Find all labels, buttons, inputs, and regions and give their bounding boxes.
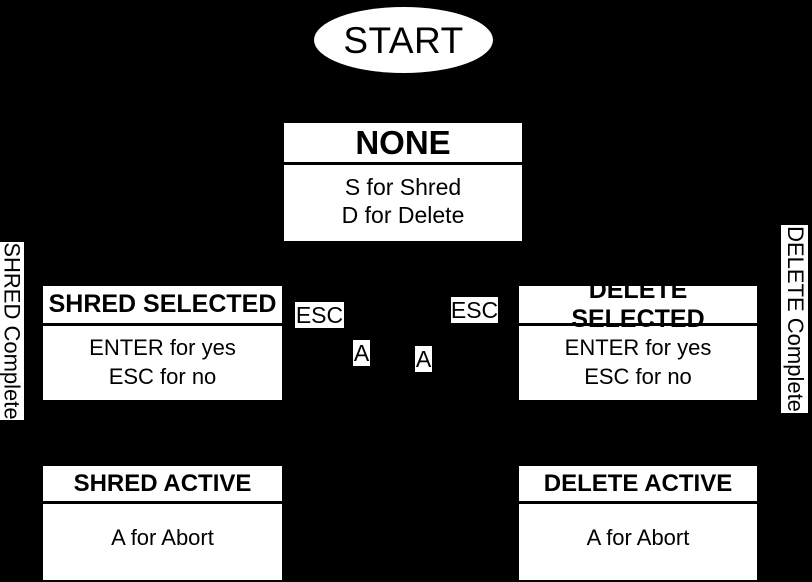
state-delete-selected[interactable]: DELETE SELECTED ENTER for yes ESC for no: [519, 276, 757, 400]
start-node-label: START: [343, 19, 464, 61]
edge-label-delete-complete-text: DELETE Complete: [782, 226, 808, 412]
edge-label-esc-right: ESC: [451, 297, 498, 323]
state-shred-active-body-line-1: A for Abort: [111, 524, 214, 550]
state-none[interactable]: NONE S for Shred D for Delete: [284, 123, 522, 241]
state-delete-active-body-line-1: A for Abort: [586, 524, 690, 550]
state-delete-selected-body-line-2: ESC for no: [584, 364, 692, 389]
state-delete-active-title: DELETE ACTIVE: [519, 466, 757, 504]
start-node[interactable]: START: [314, 7, 493, 73]
edge-label-delete-complete: DELETE Complete: [781, 225, 808, 413]
state-delete-active-body: A for Abort: [519, 504, 757, 580]
state-none-title: NONE: [284, 123, 522, 165]
state-shred-selected[interactable]: SHRED SELECTED ENTER for yes ESC for no: [43, 286, 282, 400]
state-shred-selected-title: SHRED SELECTED: [43, 286, 282, 326]
state-shred-active[interactable]: SHRED ACTIVE A for Abort: [43, 466, 282, 580]
state-shred-selected-body-line-1: ENTER for yes: [89, 335, 236, 360]
edge-label-esc-right-text: ESC: [450, 296, 499, 323]
edge-label-a-left: A: [353, 340, 370, 366]
state-delete-active[interactable]: DELETE ACTIVE A for Abort: [519, 466, 757, 580]
state-none-body-line-1: S for Shred: [344, 174, 462, 200]
edge-label-esc-left: ESC: [295, 302, 344, 328]
state-delete-selected-body: ENTER for yes ESC for no: [519, 326, 757, 400]
edge-label-a-right: A: [415, 346, 432, 372]
edge-label-shred-complete: SHRED Complete: [0, 242, 25, 420]
state-shred-active-body: A for Abort: [43, 504, 282, 580]
state-delete-selected-title: DELETE SELECTED: [519, 276, 757, 333]
edge-label-shred-complete-text: SHRED Complete: [0, 242, 25, 420]
state-none-body: S for Shred D for Delete: [284, 165, 522, 241]
edge-label-esc-left-text: ESC: [295, 301, 344, 328]
state-shred-selected-body-line-2: ESC for no: [108, 364, 217, 389]
edge-label-a-right-text: A: [415, 345, 432, 372]
state-shred-active-title: SHRED ACTIVE: [43, 466, 282, 504]
state-shred-selected-body: ENTER for yes ESC for no: [43, 326, 282, 400]
state-delete-selected-body-line-1: ENTER for yes: [564, 335, 712, 360]
edge-label-a-left-text: A: [353, 339, 370, 366]
state-none-body-line-2: D for Delete: [341, 202, 465, 228]
